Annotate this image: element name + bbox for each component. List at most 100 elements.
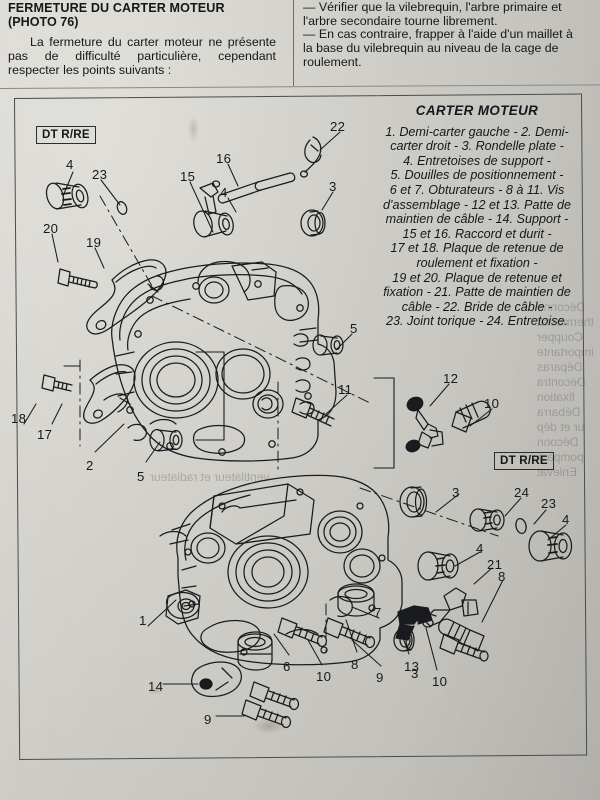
part-spacer-4d xyxy=(417,551,459,581)
header-right-column: — Vérifier que la vilebrequin, l'arbre p… xyxy=(303,0,595,70)
callout-3: 3 xyxy=(329,179,337,194)
callout-8: 8 xyxy=(351,657,359,672)
part-spacer-24 xyxy=(469,508,505,532)
part-cable-bracket-12 xyxy=(405,396,444,453)
legend-title: CARTER MOTEUR xyxy=(415,103,539,118)
callout-10: 10 xyxy=(484,396,500,411)
callout-6: 6 xyxy=(283,659,291,674)
legend-line: carter droit - 3. Rondelle plate - xyxy=(390,139,564,154)
parts-legend: CARTER MOTEUR 1. Demi-carter gauche - 2.… xyxy=(368,103,586,329)
instruction-line: la base du vilebrequin au niveau de la c… xyxy=(303,41,559,56)
legend-line: fixation - 21. Patte de maintien de xyxy=(383,285,571,300)
callout-3: 3 xyxy=(452,485,460,500)
part-washer-3a xyxy=(300,209,326,237)
instruction-line: — En cas contraire, frapper à l'aide d'u… xyxy=(303,27,573,42)
callout-2: 2 xyxy=(86,458,94,473)
callout-17: 17 xyxy=(37,427,53,442)
callout-14: 14 xyxy=(148,679,164,694)
legend-line: 19 et 20. Plaque de retenue et xyxy=(392,270,562,285)
callout-1: 1 xyxy=(139,613,147,628)
part-dowel-5a xyxy=(149,428,183,452)
variant-badge-dt-rre-1: DT R/RE xyxy=(36,126,96,144)
legend-line: maintien de câble - 14. Support - xyxy=(385,212,569,227)
callout-3: 3 xyxy=(411,666,419,681)
callout-4: 4 xyxy=(66,157,74,172)
instruction-line: — Vérifier que la vilebrequin, l'arbre p… xyxy=(303,0,562,14)
part-oring-23b xyxy=(515,517,527,535)
part-bolt-20 xyxy=(57,268,98,289)
part-bolt-10a xyxy=(451,400,491,433)
callout-9: 9 xyxy=(376,670,384,685)
part-oring-23a xyxy=(116,201,128,215)
part-cable-holder-21 xyxy=(422,587,479,628)
callout-9: 9 xyxy=(204,712,212,727)
callout-4: 4 xyxy=(220,185,228,200)
part-bolt-18 xyxy=(41,374,73,392)
callout-7: 7 xyxy=(374,605,382,620)
legend-line: 15 et 16. Raccord et durit - xyxy=(402,226,552,241)
callout-20: 20 xyxy=(43,221,59,236)
callout-4: 4 xyxy=(562,512,570,527)
page-subtitle: (PHOTO 76) xyxy=(8,15,79,30)
part-bolt-11 xyxy=(291,397,335,427)
callout-19: 19 xyxy=(86,235,102,250)
part-bolt-8b xyxy=(438,618,485,652)
crankcase-upper xyxy=(111,260,337,462)
page-title: FERMETURE DU CARTER MOTEUR xyxy=(8,1,225,15)
callout-10: 10 xyxy=(432,674,448,689)
part-lug-1 xyxy=(165,589,201,625)
part-dowel-5b xyxy=(312,334,344,356)
part-bolt-9a xyxy=(277,617,328,648)
part-union-15 xyxy=(199,180,221,215)
callout-16: 16 xyxy=(216,151,232,166)
legend-line: roulement et fixation - xyxy=(416,255,538,270)
instruction-line: l'arbre secondaire tourne librement. xyxy=(303,13,498,28)
legend-line: d'assemblage - 12 et 13. Patte de xyxy=(383,197,571,212)
callout-23: 23 xyxy=(92,167,108,182)
legend-line: 23. Joint torique - 24. Entretoise. xyxy=(385,314,568,329)
callout-21: 21 xyxy=(487,557,503,572)
legend-line: 4. Entretoises de support - xyxy=(403,153,551,168)
crankcase-lower xyxy=(159,474,403,666)
callout-8: 8 xyxy=(498,569,506,584)
legend-line: 5. Douilles de positionnement - xyxy=(390,168,564,183)
legend-line: 6 et 7. Obturateurs - 8 à 11. Vis xyxy=(389,182,565,197)
callout-23: 23 xyxy=(541,496,557,511)
part-bolt-10c xyxy=(249,681,300,711)
part-cable-clamp-22 xyxy=(299,136,322,178)
leader-lines-upper xyxy=(23,131,493,463)
callout-4: 4 xyxy=(476,541,484,556)
instruction-line: roulement. xyxy=(303,54,362,69)
callout-11: 11 xyxy=(338,382,353,397)
part-bolt-8a xyxy=(323,617,376,649)
callout-12: 12 xyxy=(443,371,459,386)
bracket-marker xyxy=(63,351,395,469)
legend-line: 17 et 18. Plaque de retenue de xyxy=(390,241,564,256)
variant-badge-dt-rre-2: DT R/RE xyxy=(494,452,554,470)
header-left-column: FERMETURE DU CARTER MOTEUR (PHOTO 76) La… xyxy=(8,1,276,77)
part-support-14 xyxy=(190,661,242,698)
legend-line: câble - 22. Bride de câble - xyxy=(401,299,553,314)
part-bolt-9b xyxy=(241,699,292,729)
part-spacer-4c xyxy=(528,530,573,562)
callout-22: 22 xyxy=(330,119,346,134)
part-washer-3b xyxy=(399,486,428,518)
callout-13: 13 xyxy=(404,659,420,674)
part-bolt-10b xyxy=(439,633,489,662)
part-spacer-4b xyxy=(193,210,234,238)
part-plug-7 xyxy=(337,583,375,617)
callout-24: 24 xyxy=(514,485,530,500)
callout-5: 5 xyxy=(350,321,358,336)
intro-paragraph: La fermeture du carter moteur ne présent… xyxy=(8,36,276,77)
callout-15: 15 xyxy=(180,169,196,184)
callout-10: 10 xyxy=(316,669,332,684)
part-spacer-4a xyxy=(45,182,89,210)
part-hose-16 xyxy=(217,172,296,204)
part-plate-19 xyxy=(86,259,167,335)
part-plug-6 xyxy=(237,631,273,671)
legend-line: 1. Demi-carter gauche - 2. Demi- xyxy=(385,124,569,139)
part-cable-holder-13 xyxy=(395,605,437,641)
column-divider xyxy=(293,0,294,86)
